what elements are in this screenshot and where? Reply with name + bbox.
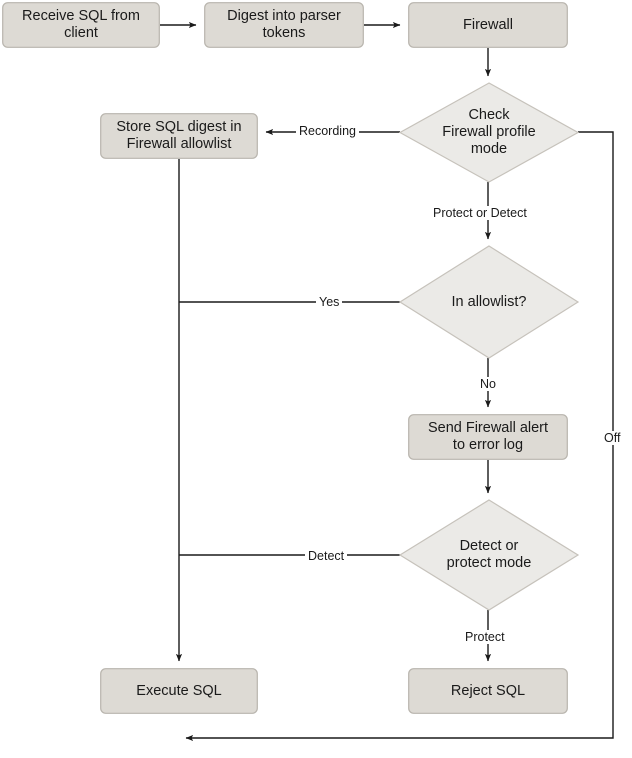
- edge-label-off: Off: [601, 431, 624, 445]
- edge-label-recording: Recording: [296, 124, 359, 138]
- node-check-firewall-profile-mode[interactable]: [398, 82, 580, 183]
- edge-label-detect: Detect: [305, 549, 348, 563]
- node-digest-into-parser-tokens[interactable]: [204, 2, 364, 48]
- node-detect-or-protect-mode[interactable]: [398, 499, 580, 611]
- node-send-firewall-alert-to-error-log[interactable]: [408, 414, 568, 460]
- node-execute-sql[interactable]: [100, 668, 258, 714]
- node-firewall[interactable]: [408, 2, 568, 48]
- node-reject-sql[interactable]: [408, 668, 568, 714]
- edge-label-no: No: [477, 377, 499, 391]
- node-in-allowlist[interactable]: [398, 245, 580, 359]
- edge-label-yes: Yes: [316, 295, 343, 309]
- edge-label-protect-or-detect: Protect or Detect: [430, 206, 530, 220]
- node-receive-sql-from-client[interactable]: [2, 2, 160, 48]
- edge-label-protect: Protect: [462, 630, 508, 644]
- node-store-sql-digest-in-firewall-allowlist[interactable]: [100, 113, 258, 159]
